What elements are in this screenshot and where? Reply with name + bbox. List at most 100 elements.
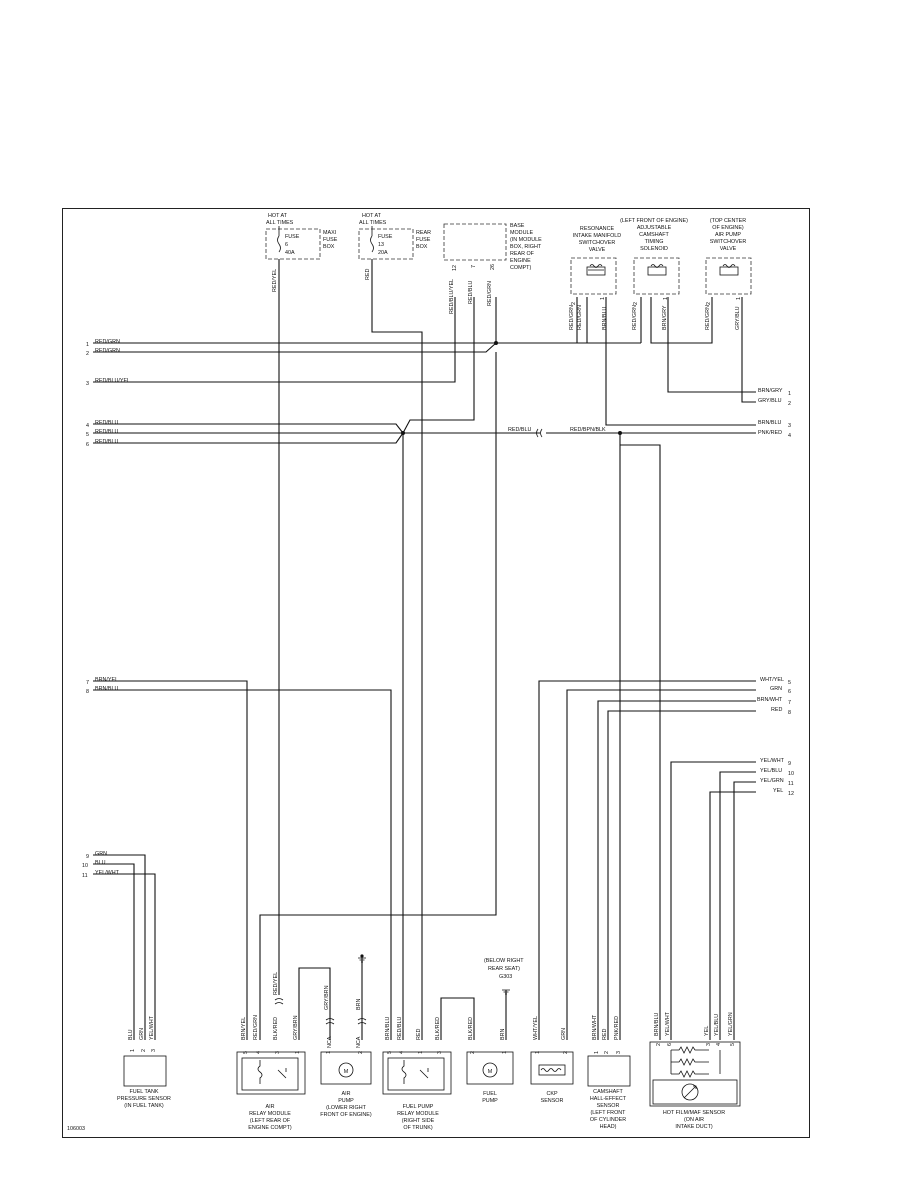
- air-pump: M 1 2 NCA NCA GRY/BRN BRN AIR PUMP (LOWE…: [320, 985, 372, 1118]
- svg-text:RED: RED: [416, 1029, 422, 1040]
- fuse-label: FUSE: [285, 234, 300, 240]
- svg-text:RED/BLU: RED/BLU: [397, 1017, 403, 1040]
- svg-text:PRESSURE SENSOR: PRESSURE SENSOR: [117, 1096, 171, 1102]
- svg-text:1: 1: [535, 1051, 541, 1054]
- svg-text:YEL/WHT: YEL/WHT: [665, 1011, 671, 1036]
- wire-label: RED/BLU: [508, 427, 531, 433]
- svg-text:SOLENOID: SOLENOID: [640, 246, 668, 252]
- fuse-box-label: BOX: [416, 244, 428, 250]
- svg-text:5: 5: [387, 1051, 393, 1054]
- ckp-sensor: 1 2 WHT/YEL GRN CKP SENSOR: [530, 1016, 574, 1104]
- svg-text:(LEFT FRONT: (LEFT FRONT: [591, 1110, 627, 1116]
- svg-text:3: 3: [275, 1051, 281, 1054]
- ground-label: REAR SEAT): [488, 966, 520, 972]
- fuse-hot-label: ALL TIMES: [359, 220, 387, 226]
- svg-text:BRN/WHT: BRN/WHT: [757, 697, 783, 703]
- svg-text:2: 2: [563, 1051, 569, 1054]
- svg-text:1: 1: [594, 1051, 600, 1054]
- svg-text:HALL-EFFECT: HALL-EFFECT: [590, 1096, 627, 1102]
- svg-text:11: 11: [788, 781, 794, 787]
- diagram-id: 106003: [67, 1126, 85, 1132]
- svg-text:RED/GRN: RED/GRN: [577, 305, 583, 330]
- svg-text:5: 5: [788, 680, 791, 686]
- svg-text:BRN/GRY: BRN/GRY: [758, 388, 783, 394]
- svg-text:MODULE: MODULE: [510, 230, 533, 236]
- motor-symbol: M: [488, 1069, 493, 1075]
- svg-text:3: 3: [151, 1049, 157, 1052]
- svg-text:RELAY MODULE: RELAY MODULE: [397, 1111, 439, 1117]
- svg-text:GRN: GRN: [770, 686, 782, 692]
- svg-text:SWITCHOVER: SWITCHOVER: [710, 239, 747, 245]
- svg-text:INTAKE DUCT): INTAKE DUCT): [675, 1124, 713, 1130]
- svg-text:NCA: NCA: [327, 1036, 333, 1048]
- svg-text:(TOP CENTER: (TOP CENTER: [710, 218, 746, 224]
- svg-text:RED/BLU: RED/BLU: [95, 429, 118, 435]
- svg-text:1: 1: [502, 1051, 508, 1054]
- svg-text:OF TRUNK): OF TRUNK): [403, 1125, 432, 1131]
- camshaft-hall-effect-sensor: 1 2 3 BRN/WHT RED PNK/RED CAMSHAFT HALL-…: [587, 1014, 631, 1130]
- svg-text:SENSOR: SENSOR: [597, 1103, 620, 1109]
- svg-text:BASE: BASE: [510, 223, 525, 229]
- fuse-hot-label: HOT AT: [268, 213, 288, 219]
- motor-symbol: M: [344, 1069, 349, 1075]
- svg-text:(LOWER RIGHT: (LOWER RIGHT: [326, 1105, 367, 1111]
- svg-text:11: 11: [82, 873, 88, 879]
- svg-text:RED/BLU: RED/BLU: [95, 439, 118, 445]
- ground-label: (BELOW RIGHT: [484, 958, 524, 964]
- svg-text:RED/GRN: RED/GRN: [95, 339, 120, 345]
- svg-text:GRY/BLU: GRY/BLU: [758, 398, 782, 404]
- svg-text:2: 2: [633, 302, 639, 305]
- svg-text:5: 5: [86, 432, 89, 438]
- svg-text:RED: RED: [602, 1029, 608, 1040]
- svg-text:FUEL PUMP: FUEL PUMP: [403, 1104, 434, 1110]
- svg-text:1: 1: [326, 1051, 332, 1054]
- svg-text:BRN/BLU: BRN/BLU: [95, 686, 118, 692]
- svg-text:TIMING: TIMING: [645, 239, 664, 245]
- svg-text:2: 2: [571, 302, 577, 305]
- svg-text:PUMP: PUMP: [482, 1098, 498, 1104]
- svg-text:CKP: CKP: [546, 1091, 557, 1097]
- svg-text:BLU: BLU: [128, 1029, 134, 1040]
- svg-text:YEL: YEL: [704, 1026, 710, 1036]
- fuse-box-label: REAR: [416, 230, 431, 236]
- svg-text:2: 2: [656, 1043, 662, 1046]
- fuse-label: FUSE: [378, 234, 393, 240]
- svg-text:BRN/BLU: BRN/BLU: [385, 1017, 391, 1040]
- svg-text:6: 6: [667, 1043, 673, 1046]
- svg-text:BRN/YEL: BRN/YEL: [241, 1017, 247, 1040]
- svg-text:RELAY MODULE: RELAY MODULE: [249, 1111, 291, 1117]
- svg-text:2: 2: [706, 302, 712, 305]
- svg-text:4: 4: [256, 1051, 262, 1054]
- svg-text:RED/BLU/YEL: RED/BLU/YEL: [449, 279, 455, 314]
- svg-text:YEL/WHT: YEL/WHT: [95, 870, 120, 876]
- svg-text:OF CYLINDER: OF CYLINDER: [590, 1117, 626, 1123]
- svg-text:RED/GRN: RED/GRN: [632, 305, 638, 330]
- valve-air-pump-switchover: (TOP CENTER OF ENGINE) AIR PUMP SWITCHOV…: [705, 218, 752, 330]
- svg-text:PNK/RED: PNK/RED: [614, 1016, 620, 1040]
- wire-label: RED/YEL: [272, 269, 278, 292]
- svg-text:(LEFT REAR OF: (LEFT REAR OF: [250, 1118, 291, 1124]
- svg-text:BRN: BRN: [356, 999, 362, 1010]
- svg-text:PUMP: PUMP: [338, 1098, 354, 1104]
- svg-text:2: 2: [470, 1051, 476, 1054]
- ground-label: G303: [499, 974, 512, 980]
- svg-text:GRN: GRN: [561, 1028, 567, 1040]
- svg-text:1: 1: [86, 342, 89, 348]
- svg-text:12: 12: [452, 265, 458, 271]
- svg-text:ENGINE COMPT): ENGINE COMPT): [248, 1125, 292, 1131]
- fuse-hot-label: HOT AT: [362, 213, 382, 219]
- svg-text:3: 3: [437, 1051, 443, 1054]
- svg-text:HOT FILM/MAF SENSOR: HOT FILM/MAF SENSOR: [663, 1110, 725, 1116]
- svg-text:3: 3: [706, 1043, 712, 1046]
- svg-text:YEL: YEL: [773, 788, 783, 794]
- svg-text:AIR: AIR: [342, 1091, 351, 1097]
- svg-text:BLU: BLU: [95, 860, 106, 866]
- svg-text:GRN: GRN: [95, 851, 107, 857]
- svg-text:BRN/BLU: BRN/BLU: [758, 420, 781, 426]
- svg-text:1: 1: [130, 1049, 136, 1052]
- wire-label: RED/BPN/BLK: [570, 427, 606, 433]
- fuel-pump: M 2 1 BLK/RED BRN FUEL PUMP: [466, 1017, 514, 1104]
- svg-text:BRN/BLU: BRN/BLU: [654, 1013, 660, 1036]
